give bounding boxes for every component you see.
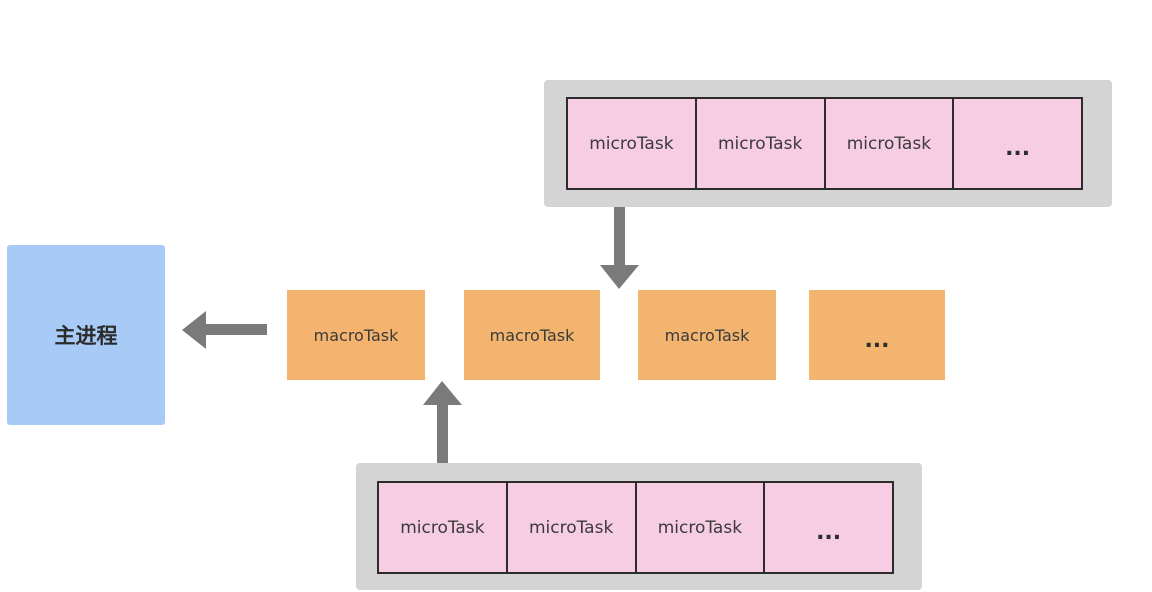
micro-task-cell: microTask <box>637 483 766 572</box>
macro-task-ellipsis: ... <box>809 290 945 380</box>
micro-task-ellipsis-cell: ... <box>954 99 1081 188</box>
micro-task-ellipsis-label: ... <box>816 520 842 545</box>
arrow-shaft <box>437 402 448 463</box>
arrow-from-bottom-micro-queue <box>423 381 462 463</box>
micro-task-ellipsis-cell: ... <box>765 483 892 572</box>
arrow-shaft <box>203 324 267 335</box>
micro-task-cell: microTask <box>826 99 955 188</box>
macro-task-2: macroTask <box>464 290 600 380</box>
arrow-head <box>182 311 206 349</box>
micro-task-ellipsis-label: ... <box>1005 136 1031 161</box>
micro-task-label: microTask <box>657 517 743 538</box>
micro-task-label: microTask <box>528 517 614 538</box>
arrow-from-top-micro-queue <box>600 207 639 289</box>
macro-task-ellipsis-label: ... <box>864 327 890 353</box>
arrow-head <box>600 265 639 289</box>
macro-task-label: macroTask <box>664 325 750 345</box>
arrow-to-main-thread <box>182 311 267 349</box>
arrow-head <box>423 381 462 405</box>
micro-task-label: microTask <box>717 133 803 154</box>
micro-task-cell: microTask <box>697 99 826 188</box>
micro-queue-bottom: microTask microTask microTask ... <box>377 481 894 574</box>
macro-task-label: macroTask <box>489 325 575 345</box>
arrow-shaft <box>614 207 625 267</box>
main-thread-box: 主进程 <box>7 245 165 425</box>
micro-task-label: microTask <box>400 517 485 538</box>
macro-task-label: macroTask <box>313 325 399 345</box>
micro-task-cell: microTask <box>568 99 697 188</box>
main-thread-label: 主进程 <box>54 324 118 348</box>
micro-task-cell: microTask <box>508 483 637 572</box>
micro-queue-top: microTask microTask microTask ... <box>566 97 1083 190</box>
micro-task-cell: microTask <box>379 483 508 572</box>
macro-task-3: macroTask <box>638 290 776 380</box>
micro-task-label: microTask <box>846 133 932 154</box>
macro-task-1: macroTask <box>287 290 425 380</box>
micro-task-label: microTask <box>589 133 674 154</box>
